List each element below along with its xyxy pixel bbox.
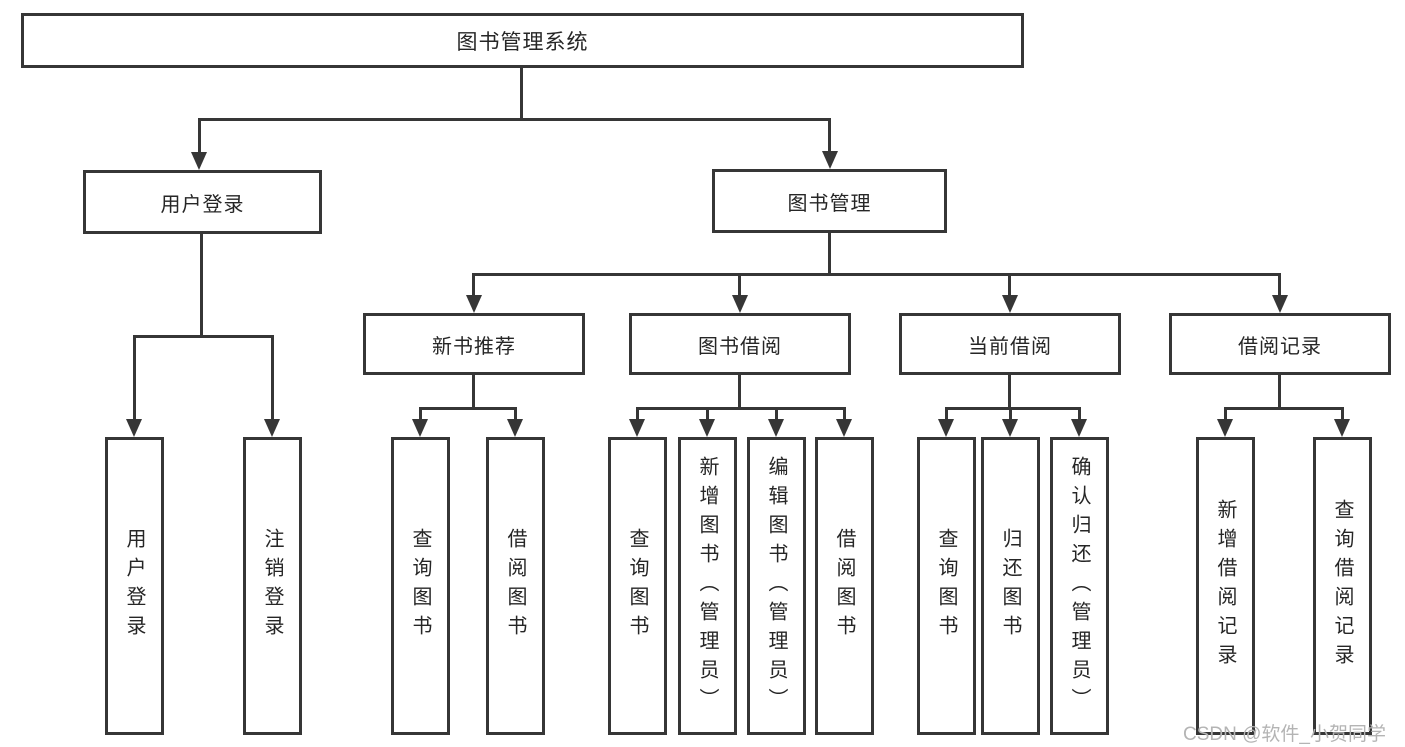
- leaf-label: 新增图书（管理员）: [696, 455, 718, 717]
- connector-line: [520, 68, 523, 121]
- node-library-management-system: 图书管理系统: [21, 13, 1024, 68]
- leaf-nb-borrow-books: 借阅图书: [486, 437, 545, 735]
- connector-arrowhead: [1334, 419, 1350, 437]
- connector-line: [843, 407, 846, 421]
- leaf-label: 查询图书: [626, 528, 648, 644]
- leaf-label: 查询图书: [409, 528, 431, 644]
- leaf-cb-return-books: 归还图书: [981, 437, 1040, 735]
- node-borrowing-records: 借阅记录: [1169, 313, 1391, 375]
- connector-line: [1008, 273, 1011, 299]
- connector-line: [200, 234, 203, 338]
- connector-line: [514, 407, 517, 421]
- connector-line: [706, 407, 709, 421]
- connector-line: [472, 375, 475, 410]
- connector-line: [133, 335, 274, 338]
- leaf-bb-edit-books-admin: 编辑图书（管理员）: [747, 437, 806, 735]
- connector-line: [1224, 407, 1227, 421]
- node-user-login: 用户登录: [83, 170, 322, 234]
- leaf-label: 借阅图书: [504, 528, 526, 644]
- leaf-cb-query-books: 查询图书: [917, 437, 976, 735]
- leaf-label: 归还图书: [999, 528, 1021, 644]
- connector-line: [198, 118, 201, 154]
- connector-line: [419, 407, 517, 410]
- leaf-nb-query-books: 查询图书: [391, 437, 450, 735]
- connector-arrowhead: [191, 152, 207, 170]
- connector-arrowhead: [822, 151, 838, 169]
- connector-line: [828, 118, 831, 154]
- leaf-label: 借阅图书: [833, 528, 855, 644]
- connector-line: [1224, 407, 1344, 410]
- connector-line: [198, 118, 831, 121]
- node-new-book-recommendation: 新书推荐: [363, 313, 585, 375]
- connector-line: [738, 273, 741, 299]
- connector-line: [636, 407, 639, 421]
- connector-line: [945, 407, 1081, 410]
- connector-arrowhead: [1217, 419, 1233, 437]
- connector-line: [828, 233, 831, 276]
- connector-line: [472, 273, 1281, 276]
- connector-arrowhead: [629, 419, 645, 437]
- csdn-watermark: CSDN @软件_小贺同学: [1183, 724, 1386, 745]
- connector-line: [738, 375, 741, 410]
- connector-line: [636, 407, 846, 410]
- connector-arrowhead: [1071, 419, 1087, 437]
- leaf-user-login: 用户登录: [105, 437, 164, 735]
- connector-arrowhead: [768, 419, 784, 437]
- connector-line: [1009, 407, 1012, 421]
- connector-arrowhead: [732, 295, 748, 313]
- connector-arrowhead: [466, 295, 482, 313]
- leaf-br-query-record: 查询借阅记录: [1313, 437, 1372, 735]
- leaf-logout: 注销登录: [243, 437, 302, 735]
- connector-arrowhead: [1272, 295, 1288, 313]
- leaf-bb-query-books: 查询图书: [608, 437, 667, 735]
- connector-arrowhead: [126, 419, 142, 437]
- node-book-management: 图书管理: [712, 169, 947, 233]
- node-current-borrowing: 当前借阅: [899, 313, 1121, 375]
- leaf-label: 确认归还（管理员）: [1068, 455, 1090, 717]
- connector-line: [472, 273, 475, 299]
- connector-arrowhead: [264, 419, 280, 437]
- connector-line: [1278, 273, 1281, 299]
- connector-line: [133, 335, 136, 423]
- connector-line: [1341, 407, 1344, 421]
- connector-line: [1078, 407, 1081, 421]
- connector-line: [945, 407, 948, 421]
- connector-line: [1008, 375, 1011, 410]
- connector-arrowhead: [507, 419, 523, 437]
- leaf-bb-borrow-books: 借阅图书: [815, 437, 874, 735]
- connector-line: [775, 407, 778, 421]
- connector-arrowhead: [699, 419, 715, 437]
- node-book-borrowing: 图书借阅: [629, 313, 851, 375]
- connector-line: [419, 407, 422, 421]
- connector-arrowhead: [412, 419, 428, 437]
- leaf-label: 用户登录: [123, 528, 145, 644]
- leaf-label: 查询图书: [935, 528, 957, 644]
- leaf-cb-confirm-return-admin: 确认归还（管理员）: [1050, 437, 1109, 735]
- connector-line: [1278, 375, 1281, 410]
- leaf-br-add-record: 新增借阅记录: [1196, 437, 1255, 735]
- connector-arrowhead: [836, 419, 852, 437]
- leaf-label: 编辑图书（管理员）: [765, 455, 787, 717]
- leaf-label: 新增借阅记录: [1214, 499, 1236, 673]
- connector-arrowhead: [1002, 295, 1018, 313]
- connector-arrowhead: [938, 419, 954, 437]
- leaf-bb-add-books-admin: 新增图书（管理员）: [678, 437, 737, 735]
- leaf-label: 注销登录: [261, 528, 283, 644]
- connector-line: [271, 335, 274, 423]
- leaf-label: 查询借阅记录: [1331, 499, 1353, 673]
- connector-arrowhead: [1002, 419, 1018, 437]
